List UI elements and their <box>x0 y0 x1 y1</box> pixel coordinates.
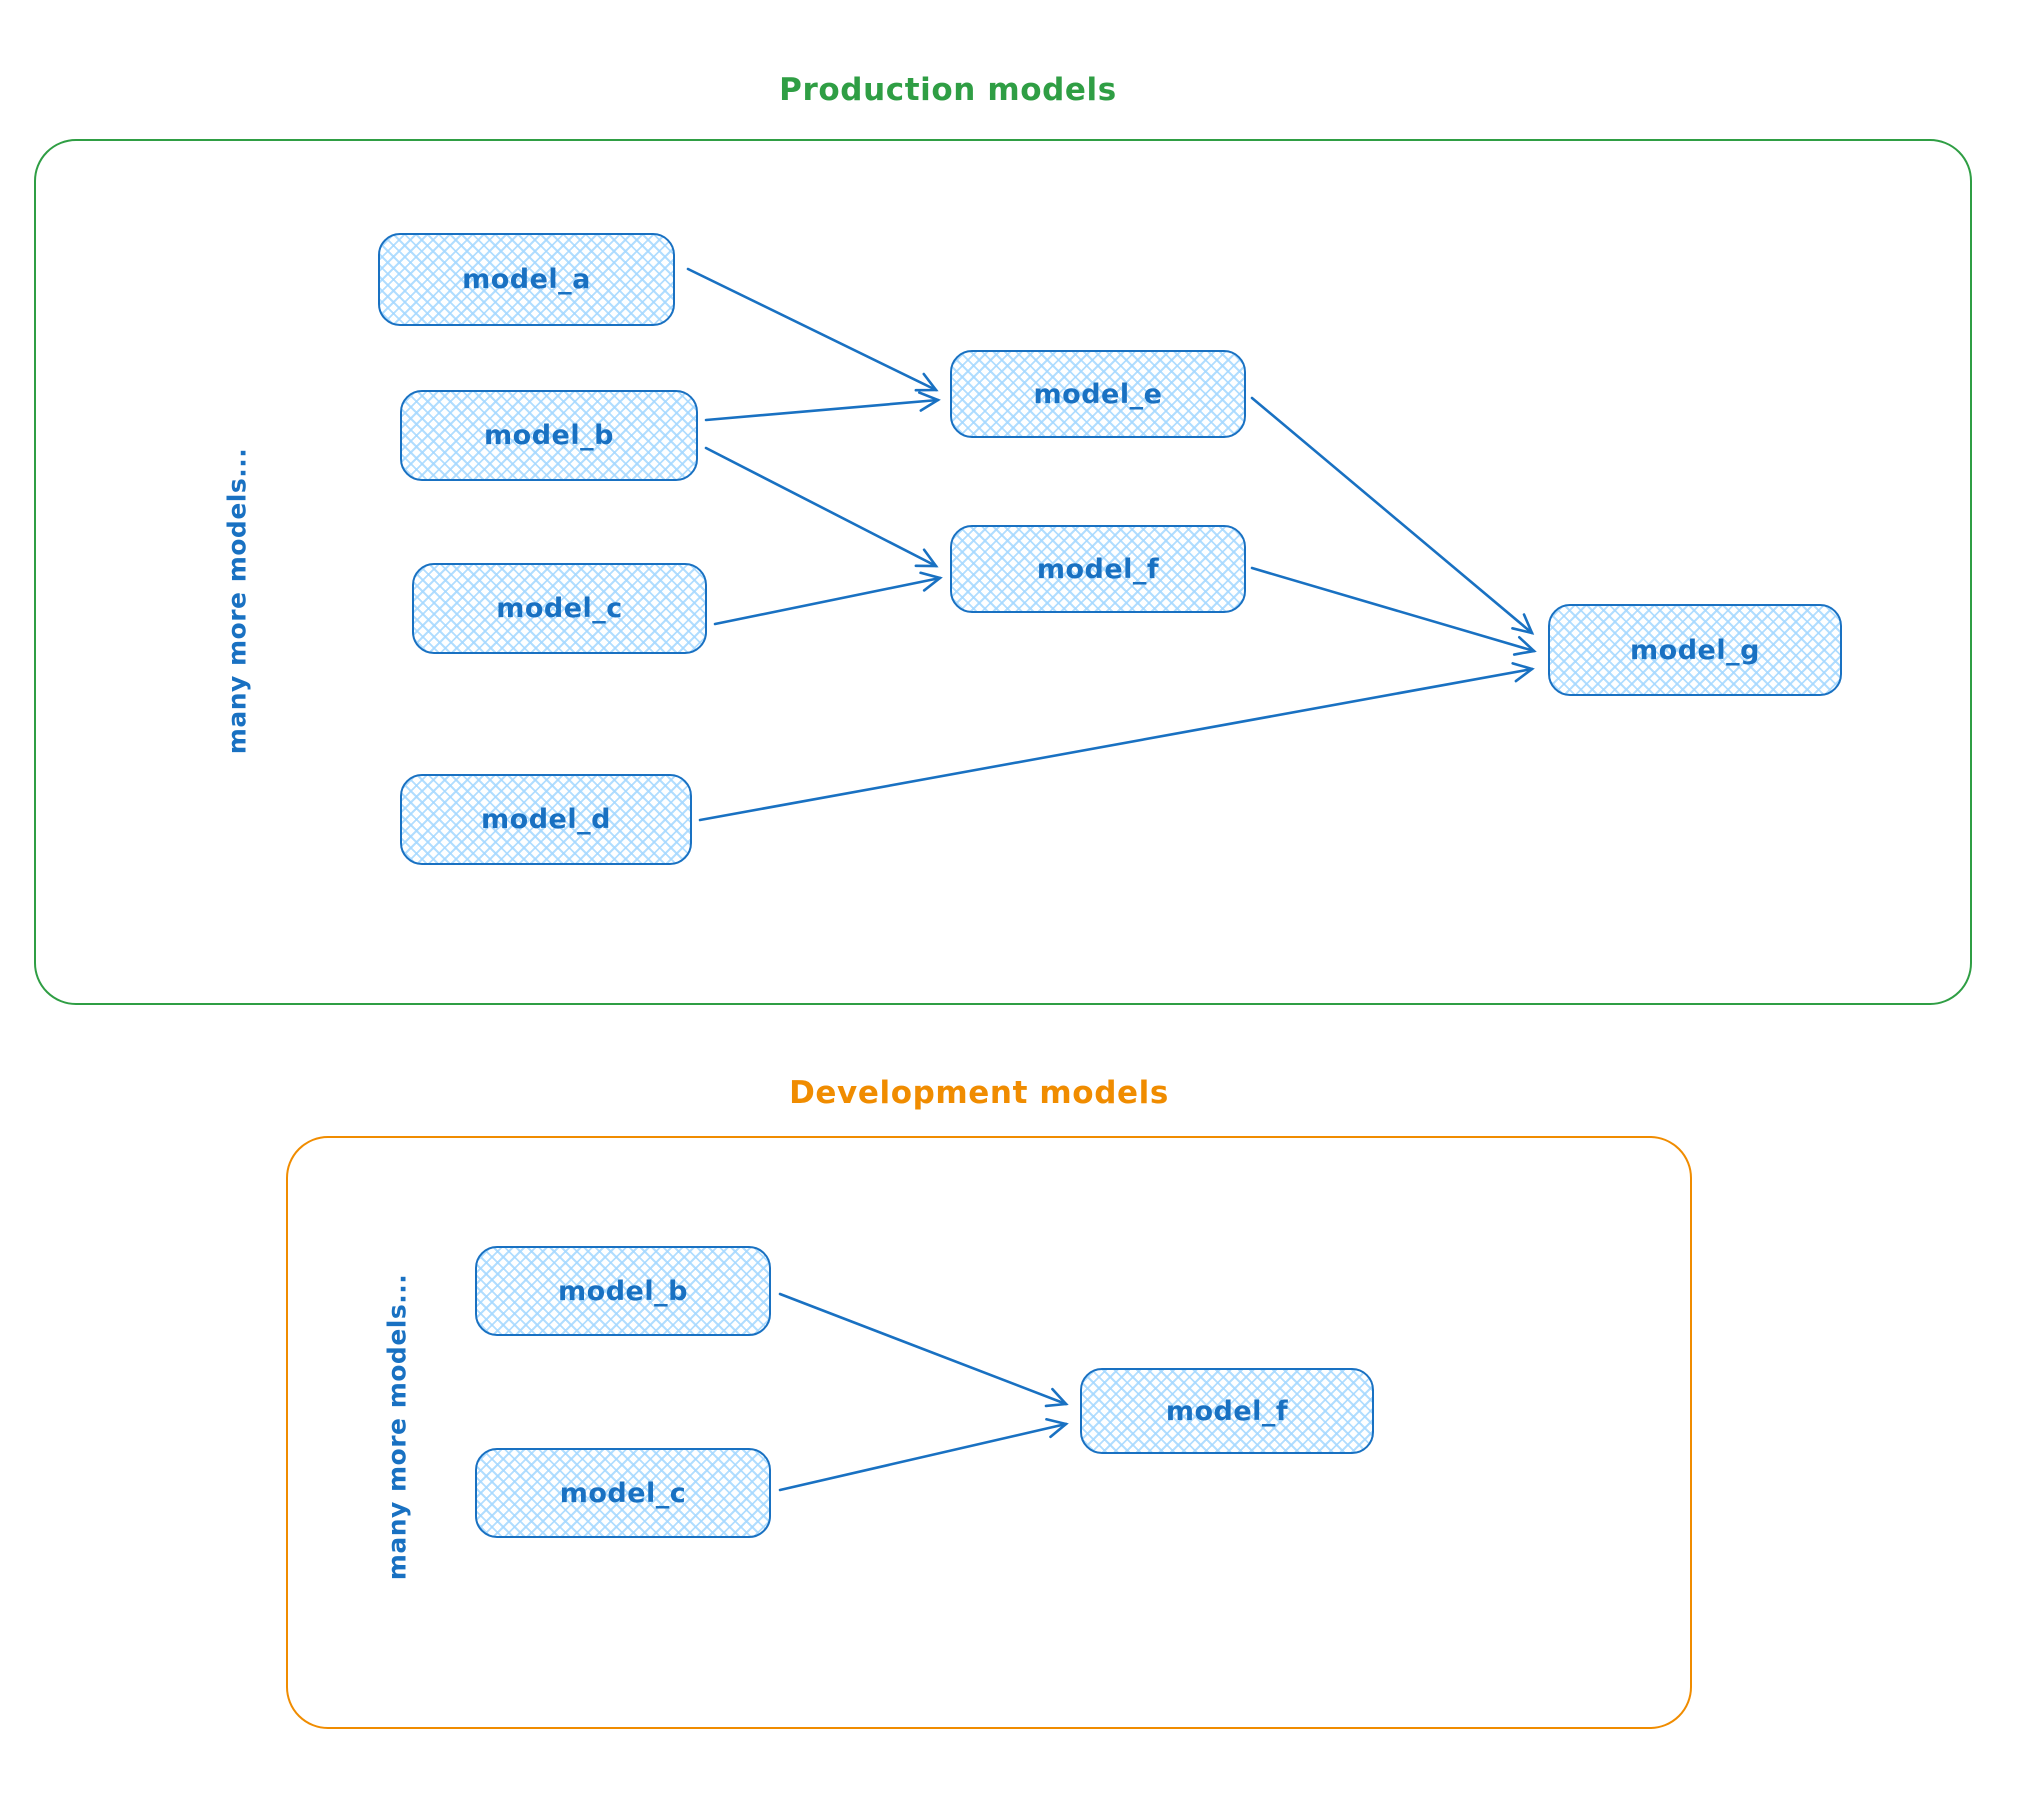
node-development-model-c: model_c <box>475 1448 771 1538</box>
node-label: model_c <box>559 1477 687 1509</box>
node-production-model-f: model_f <box>950 525 1246 613</box>
production-title: Production models <box>779 72 1117 108</box>
node-label: model_f <box>1036 553 1160 585</box>
node-production-model-g: model_g <box>1548 604 1842 696</box>
node-label: model_e <box>1033 378 1163 410</box>
node-label: model_g <box>1630 634 1760 666</box>
node-production-model-a: model_a <box>378 233 675 326</box>
node-production-model-c: model_c <box>412 563 707 654</box>
node-production-model-e: model_e <box>950 350 1246 438</box>
development-frame <box>286 1136 1692 1729</box>
production-side-label: many more models... <box>222 447 252 755</box>
node-label: model_c <box>496 593 623 624</box>
node-development-model-b: model_b <box>475 1246 771 1336</box>
node-production-model-d: model_d <box>400 774 692 865</box>
node-label: model_b <box>558 1275 688 1307</box>
node-label: model_f <box>1165 1395 1289 1427</box>
node-label: model_b <box>484 420 614 451</box>
node-production-model-b: model_b <box>400 390 698 481</box>
development-title: Development models <box>789 1075 1169 1111</box>
node-label: model_a <box>462 264 591 295</box>
node-development-model-f: model_f <box>1080 1368 1374 1454</box>
development-side-label: many more models... <box>382 1273 412 1581</box>
node-label: model_d <box>481 804 611 835</box>
production-frame <box>34 139 1972 1005</box>
